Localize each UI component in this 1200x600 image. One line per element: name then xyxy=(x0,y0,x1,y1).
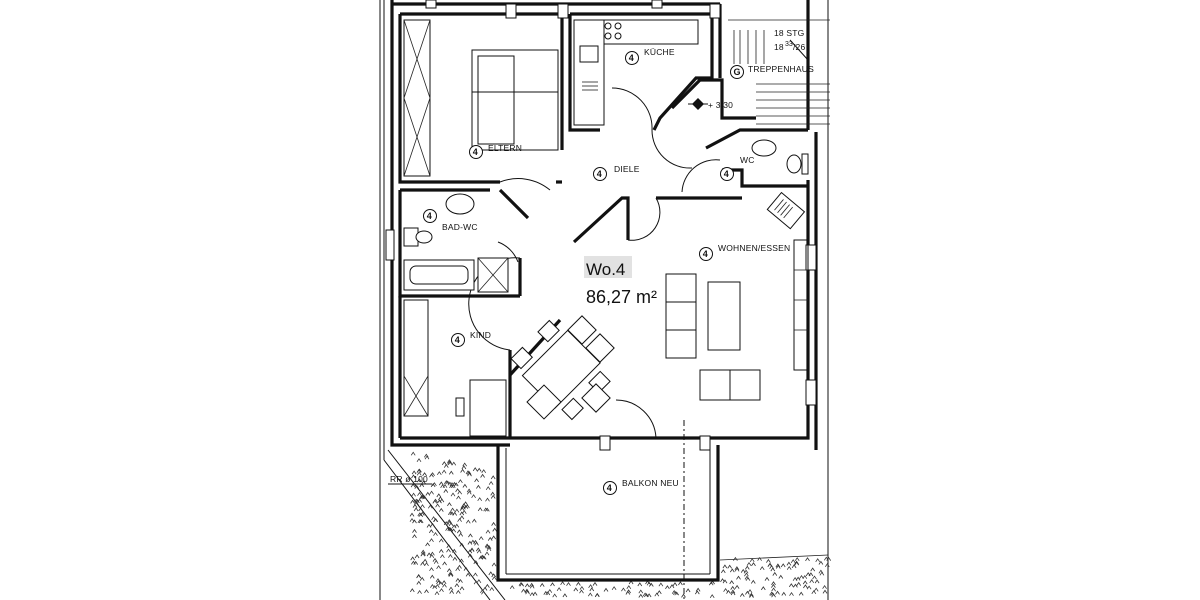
svg-text:4: 4 xyxy=(427,211,432,221)
marker-treppenhaus: G xyxy=(730,65,744,79)
kitchen-counter xyxy=(573,19,699,126)
window-markers xyxy=(385,0,817,451)
svg-text:4: 4 xyxy=(597,169,602,179)
level-marker-icon xyxy=(688,98,708,110)
room-label-eltern: ELTERN xyxy=(488,143,522,153)
room-label-kind: KIND xyxy=(470,330,491,340)
marker-bad-wc: 4 xyxy=(423,209,437,223)
svg-text:4: 4 xyxy=(629,53,634,63)
stair-dim-a: 18 xyxy=(774,42,784,52)
stair-dim-c: /26 xyxy=(793,42,805,52)
marker-kueche: 4 xyxy=(625,51,639,65)
svg-text:4: 4 xyxy=(455,335,460,345)
svg-text:4: 4 xyxy=(473,147,478,157)
svg-text:G: G xyxy=(734,67,741,77)
marker-wc: 4 xyxy=(720,167,734,181)
apartment-name: Wo.4 xyxy=(586,260,625,279)
room-label-wc: WC xyxy=(740,155,755,165)
stair-hall xyxy=(728,19,830,125)
ground-hatch xyxy=(409,451,832,599)
level-label: + 3.30 xyxy=(708,100,733,110)
marker-kind: 4 xyxy=(451,333,465,347)
bath-fixtures xyxy=(403,193,509,293)
bed xyxy=(471,49,559,151)
wc-fixtures xyxy=(751,139,809,175)
svg-text:4: 4 xyxy=(703,249,708,259)
room-label-bad-wc: BAD-WC xyxy=(442,222,478,232)
marker-diele: 4 xyxy=(593,167,607,181)
marker-wohnen: 4 xyxy=(699,247,713,261)
room-label-kueche: KÜCHE xyxy=(644,47,675,57)
apartment-label: Wo.4 86,27 m² xyxy=(584,256,657,307)
kind-furniture xyxy=(403,299,507,437)
marker-balkon: 4 xyxy=(603,481,617,495)
apartment-area: 86,27 m² xyxy=(586,287,657,307)
living-furniture xyxy=(510,191,809,421)
rain-pipe-label: RR ø 100 xyxy=(390,474,428,484)
marker-eltern: 4 xyxy=(469,145,483,159)
room-label-diele: DIELE xyxy=(614,164,640,174)
svg-text:4: 4 xyxy=(724,169,729,179)
wardrobe-eltern xyxy=(403,19,431,177)
room-label-treppenhaus: TREPPENHAUS xyxy=(748,64,814,74)
svg-text:4: 4 xyxy=(607,483,612,493)
room-label-wohnen-essen: WOHNEN/ESSEN xyxy=(718,243,790,253)
room-label-balkon: BALKON NEU xyxy=(622,478,679,488)
stair-steps-label: 18 STG xyxy=(774,28,805,38)
stair-dim-b: 33 xyxy=(785,41,793,48)
